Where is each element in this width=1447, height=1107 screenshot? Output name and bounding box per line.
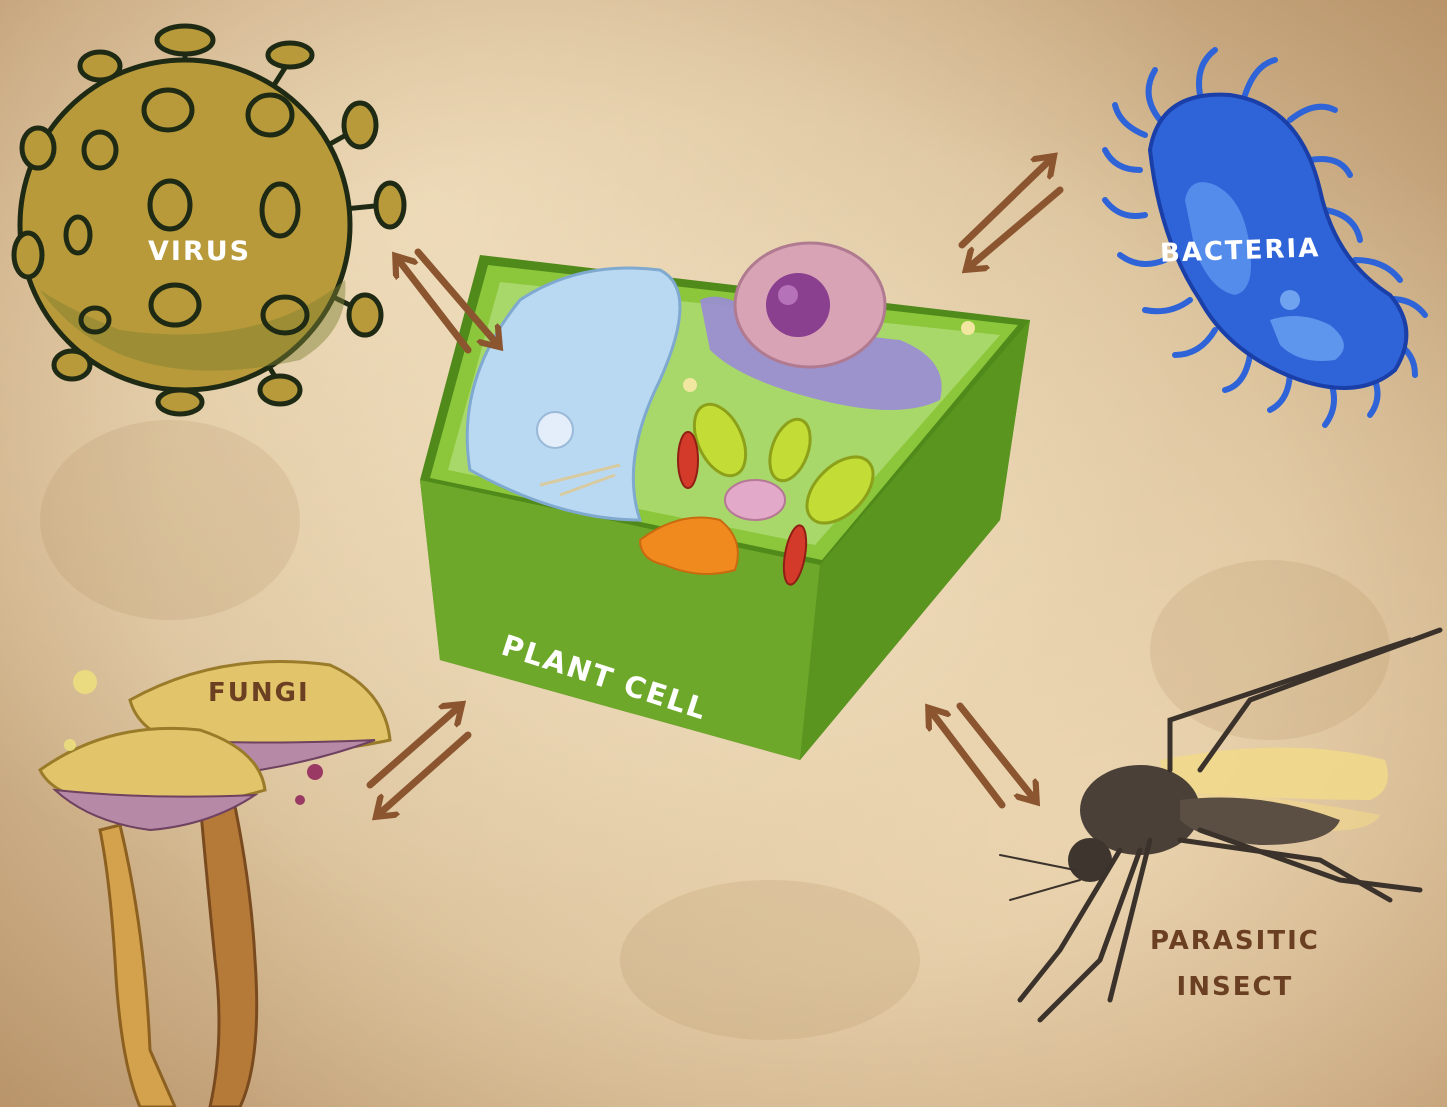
arrow-cell-to-fungi xyxy=(378,735,468,815)
insect-label-line2: INSECT xyxy=(1150,964,1320,1010)
fungi-label: FUNGI xyxy=(208,678,310,708)
arrow-insect-to-cell xyxy=(930,710,1002,805)
virus-label: VIRUS xyxy=(148,236,251,267)
mushroom-icon xyxy=(40,662,390,1107)
plant-cell-icon xyxy=(420,243,1030,760)
insect-label-line1: PARASITIC xyxy=(1150,918,1320,964)
virus-icon xyxy=(14,26,404,414)
parasitic-insect-label: PARASITIC INSECT xyxy=(1150,918,1320,1010)
arrow-cell-to-insect xyxy=(960,706,1035,800)
bacteria-label: BACTERIA xyxy=(1160,233,1321,269)
